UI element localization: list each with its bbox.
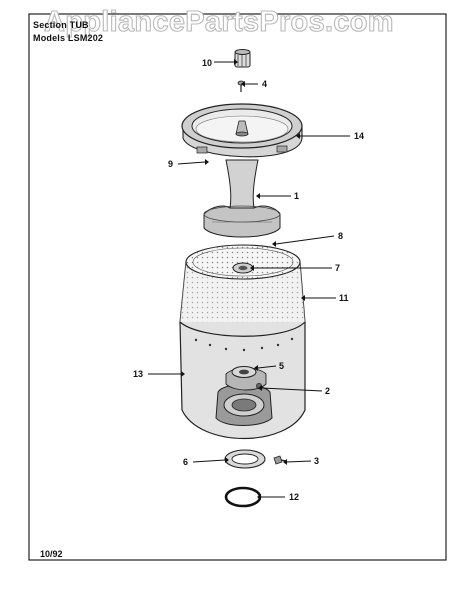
models-header: Models LSM202 [33,33,103,43]
part-5-seal [231,366,257,378]
callout-2: 2 [325,386,330,396]
section-header: Section TUB [33,20,89,30]
page-frame [28,13,447,561]
callout-13: 13 [133,369,143,379]
callout-11: 11 [339,293,349,303]
models-value: LSM202 [67,33,104,43]
leader-arrows [181,59,305,500]
callout-4: 4 [262,79,267,89]
part-14-tub-ring [181,103,303,158]
section-label: Section [33,20,67,30]
part-13-outer-tub [179,321,306,440]
callout-8: 8 [338,231,343,241]
models-label: Models [33,33,66,43]
callout-12: 12 [289,492,299,502]
part-10-cap [234,49,251,68]
part-6-gasket [224,449,266,469]
part-1-agitator [203,159,281,238]
footer-date: 10/92 [40,549,63,559]
leader-lines [148,61,350,498]
callout-6: 6 [183,457,188,467]
callout-3: 3 [314,456,319,466]
section-value: TUB [69,20,89,30]
part-3-bolt [273,455,287,465]
callout-10: 10 [202,58,212,68]
callout-7: 7 [335,263,340,273]
part-11-spin-basket [179,244,306,337]
part-12-o-ring [224,486,262,508]
watermark-text: AppliancePartsPros.com [43,5,394,38]
callout-14: 14 [354,131,364,141]
callout-5: 5 [279,361,284,371]
callout-9: 9 [168,159,173,169]
callout-1: 1 [294,191,299,201]
